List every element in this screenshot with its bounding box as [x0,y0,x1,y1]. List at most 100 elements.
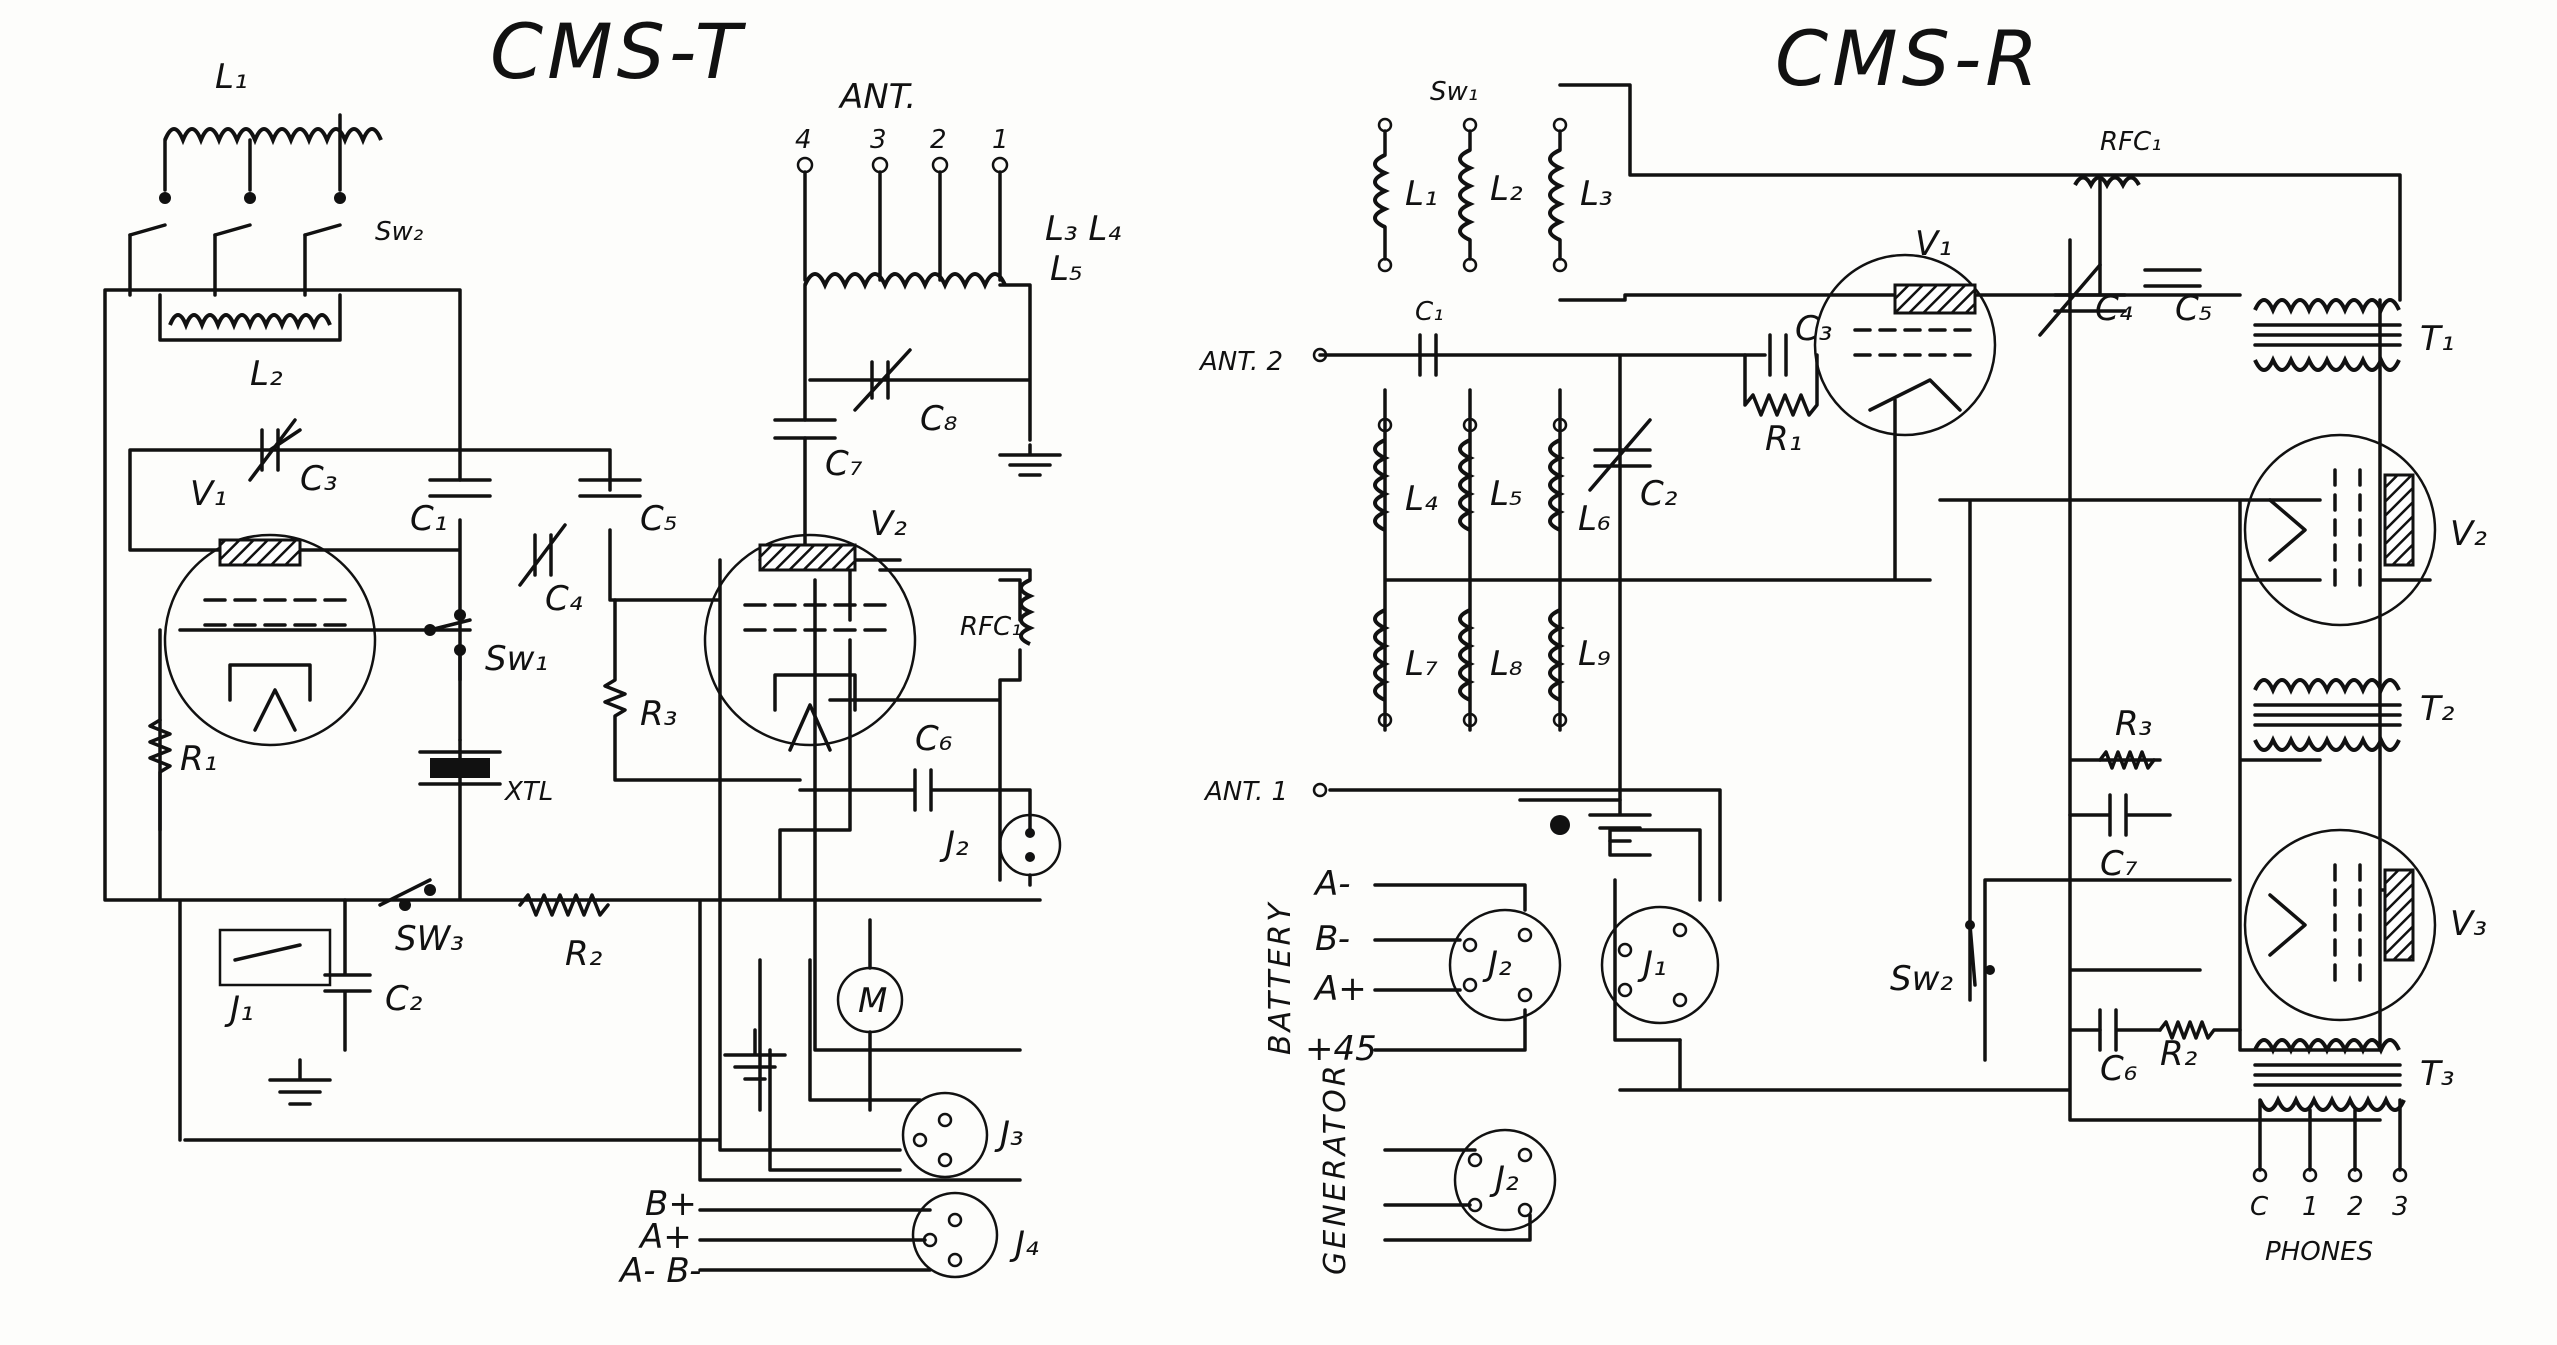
label-generator: GENERATOR [1318,1062,1353,1275]
label-rfc1-receiver: RFC₁ [2100,127,2162,157]
label-m: M [858,981,887,1021]
label-sw1-receiver: Sw₁ [1430,77,1478,107]
label-l8-receiver: L₈ [1490,644,1523,684]
capacitor-c3-receiver [1768,333,1788,377]
switch-sw2 [128,192,346,297]
transformer-t1 [2253,298,2402,372]
label-c1-receiver: C₁ [1415,297,1444,327]
label-phones: PHONES [2265,1237,2373,1267]
label-l4-receiver: L₄ [1405,479,1438,519]
capacitor-c2 [323,898,372,1052]
receiver-section: CMS-R Sw₁ L₁ L₂ L₃ ANT. 2 C₁ C₃ [1198,14,2487,1275]
label-c3: C₃ [300,459,337,499]
label-c7: C₇ [825,444,863,484]
label-b-plus: B+ [645,1184,697,1224]
transmitter-title: CMS-T [490,7,747,96]
wires-transmitter [103,288,1042,1182]
label-c3-receiver: C₃ [1795,309,1832,349]
label-a-minus-b-minus: A- B- [618,1251,701,1291]
label-l5: L₅ [1050,249,1083,289]
label-r2-receiver: R₂ [2160,1034,2198,1074]
resistor-r3 [603,598,802,782]
coils-l1-l2-l3 [1373,117,1568,273]
meter-m [836,918,904,1112]
ground-v2 [723,1028,787,1081]
label-a-minus: A- [1313,864,1351,904]
capacitor-c5-receiver [2143,268,2202,288]
ground-v1 [268,1058,332,1106]
label-c1: C₁ [410,499,447,539]
label-v3-receiver: V₃ [2450,904,2487,944]
label-j1-receiver: J₁ [1637,944,1667,984]
capacitor-c6 [798,768,1032,832]
tube-v1-receiver [1813,253,1997,437]
label-l5-receiver: L₅ [1490,474,1523,514]
label-a-plus-receiver: A+ [1313,969,1367,1009]
label-t3: T₃ [2420,1054,2454,1094]
jack-j2-transmitter [998,813,1062,887]
resistor-r1-receiver [1743,353,1819,417]
label-ant-tap-4: 4 [795,125,812,155]
label-phone-tap-3: 3 [2392,1192,2409,1222]
switch-sw2-receiver [1965,920,1995,987]
label-l3-l4: L₃ L₄ [1045,209,1121,249]
jack-j4 [698,1191,999,1279]
capacitor-c7 [773,418,837,562]
coil-l2 [158,293,342,342]
label-t1: T₁ [2420,319,2454,359]
label-battery: BATTERY [1263,900,1298,1055]
label-ant-tap-2: 2 [930,125,947,155]
label-c2: C₂ [385,979,423,1019]
label-l6-receiver: L₆ [1578,499,1611,539]
label-plus45: +45 [1305,1029,1377,1069]
label-v2: V₂ [870,504,907,544]
label-r2: R₂ [565,934,603,974]
coils-l4-to-l9 [1373,417,1568,728]
resistor-r2 [518,893,610,917]
label-c4: C₄ [545,579,583,619]
label-sw2: Sw₂ [375,217,423,247]
label-l2: L₂ [250,354,283,394]
label-j1-transmitter: J₁ [224,989,254,1029]
label-ant2: ANT. 2 [1198,347,1283,377]
transmitter-section: CMS-T L₁ Sw₂ L₂ ANT. [103,7,1121,1291]
resistor-r1 [148,718,172,832]
capacitor-c2-receiver [1588,418,1652,492]
jack-j2-generator [1383,1128,1557,1242]
choke-rfc1 [878,568,1035,646]
tube-v2 [703,533,917,752]
label-r1-receiver: R₁ [1765,419,1802,459]
label-r3-receiver: R₃ [2115,704,2152,744]
switch-sw3 [378,878,436,911]
label-v1-receiver: V₁ [1915,224,1952,264]
label-xtl: XTL [503,777,553,807]
capacitor-c1 [428,478,492,498]
label-j2-receiver-battery: J₂ [1482,944,1512,984]
label-c5-receiver: C₅ [2175,289,2212,329]
label-j4: J₄ [1009,1224,1039,1264]
label-r3: R₃ [640,694,677,734]
coil-l1 [163,113,383,192]
capacitor-c6-receiver [2098,1008,2162,1052]
label-j2-generator: J₂ [1489,1159,1519,1199]
label-l9-receiver: L₉ [1578,634,1611,674]
label-c5: C₅ [640,499,677,539]
capacitor-c4-receiver [2038,263,2127,337]
capacitor-c1-receiver [1418,333,1438,377]
label-phone-tap-1: 1 [2302,1192,2319,1222]
jack-j1-transmitter [218,928,332,987]
jack-j3 [901,1091,989,1179]
label-ant1: ANT. 1 [1203,777,1288,807]
label-j2-transmitter: J₂ [939,824,969,864]
receiver-title: CMS-R [1775,14,2042,103]
tube-v3-receiver [2243,828,2437,1022]
label-sw2-receiver: Sw₂ [1890,959,1953,999]
label-c4-receiver: C₄ [2095,289,2133,329]
wires-receiver [1318,83,2432,1122]
label-sw3: SW₃ [395,919,464,959]
crystal-xtl [418,750,502,786]
capacitor-c3 [248,418,297,482]
label-c2-receiver: C₂ [1640,474,1678,514]
